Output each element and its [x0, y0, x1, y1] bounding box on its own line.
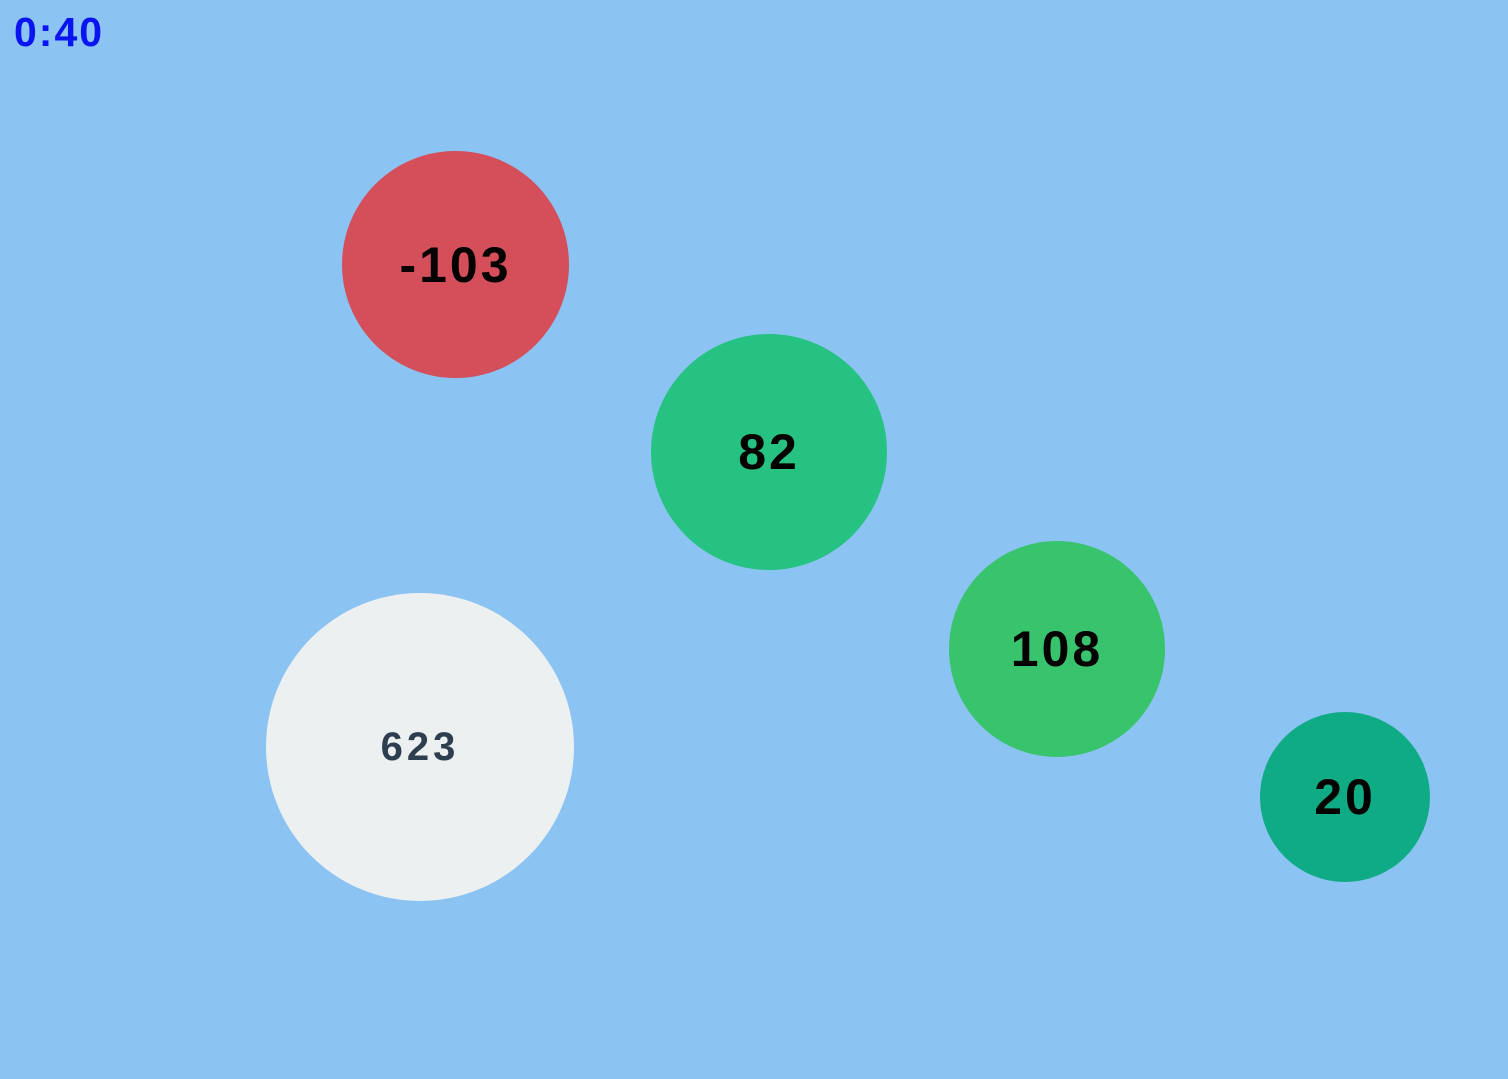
bubble-value: 108: [1010, 621, 1104, 677]
bubble-value: 20: [1314, 769, 1376, 825]
food-bubble[interactable]: 82: [651, 334, 887, 570]
bubble-value: 82: [738, 424, 800, 480]
bubble-value: -103: [399, 236, 512, 293]
enemy-bubble[interactable]: -103: [342, 151, 569, 378]
player-score: 623: [380, 724, 460, 769]
player-bubble[interactable]: 623: [266, 593, 574, 901]
food-bubble[interactable]: 108: [949, 541, 1165, 757]
food-bubble[interactable]: 20: [1260, 712, 1430, 882]
countdown-timer: 0:40: [14, 9, 105, 55]
